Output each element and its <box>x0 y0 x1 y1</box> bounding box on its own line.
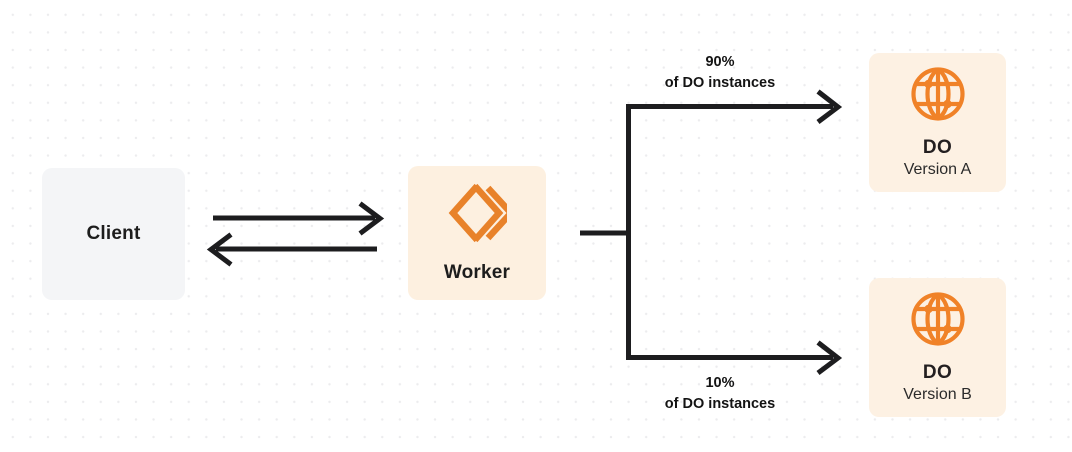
node-do-version-a[interactable]: DO Version A <box>869 53 1006 192</box>
edge-worker-to-client <box>206 232 377 267</box>
edge-label-do-b-percent: 10% <box>705 375 735 391</box>
edge-worker-branch-trunk <box>580 105 631 359</box>
node-client-label: Client <box>86 223 141 245</box>
node-do-version-b-sublabel: Version B <box>903 386 972 403</box>
edge-label-do-b-desc: of DO instances <box>664 396 776 413</box>
edge-label-do-a: 90% of DO instances <box>620 52 820 94</box>
node-client[interactable]: Client <box>42 168 185 300</box>
node-do-version-b-label: DO <box>922 362 953 383</box>
node-do-version-b[interactable]: DO Version B <box>869 278 1006 417</box>
node-do-version-a-sublabel: Version A <box>903 161 972 178</box>
edge-label-do-a-percent: 90% <box>705 54 735 70</box>
node-worker[interactable]: Worker <box>408 166 546 300</box>
cloudflare-workers-icon <box>447 182 516 249</box>
edge-label-do-a-desc: of DO instances <box>664 75 776 92</box>
edge-worker-to-do-b <box>626 340 843 375</box>
edge-worker-to-do-a <box>626 89 843 124</box>
globe-icon <box>910 66 966 127</box>
edge-client-to-worker <box>213 201 385 236</box>
globe-icon <box>910 291 966 352</box>
edge-label-do-b: 10% of DO instances <box>620 373 820 415</box>
node-do-version-a-label: DO <box>922 137 953 158</box>
node-worker-label: Worker <box>443 261 511 283</box>
